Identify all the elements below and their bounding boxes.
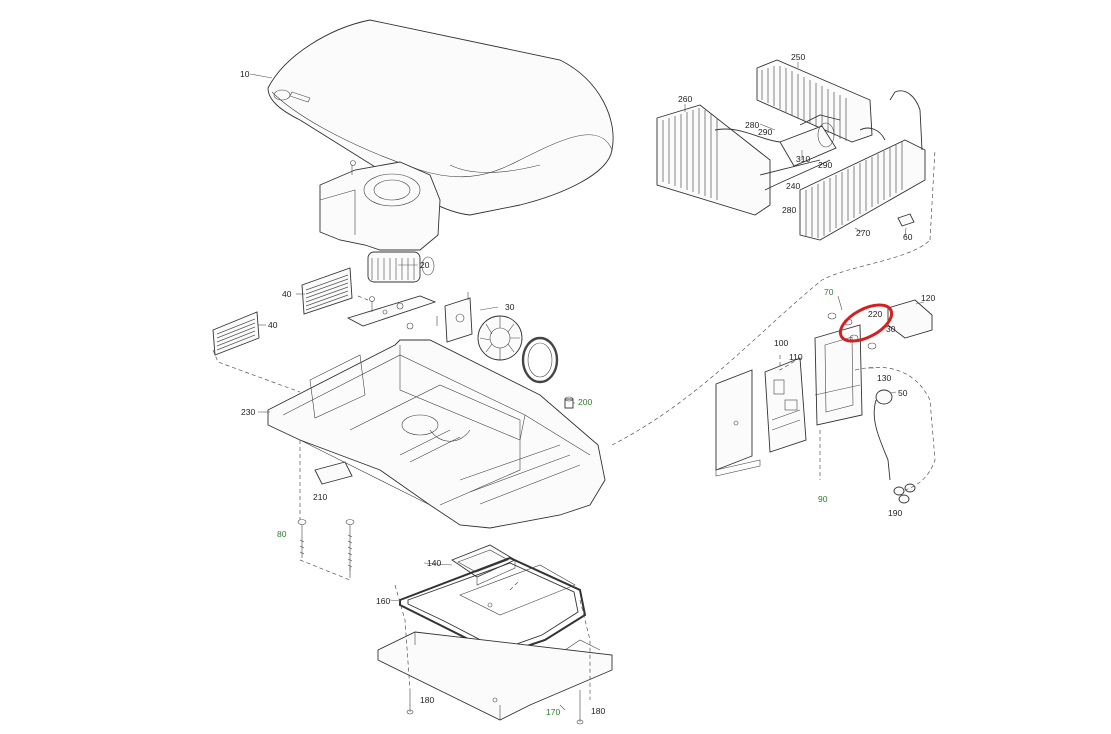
sensor-clip xyxy=(897,213,915,227)
callout-270: 270 xyxy=(856,228,870,238)
callout-40-lower: 40 xyxy=(268,320,278,330)
callout-290-lower: 290 xyxy=(818,160,832,170)
blower-motor xyxy=(367,251,435,283)
callout-20: 20 xyxy=(420,260,430,270)
callout-230: 230 xyxy=(241,407,255,417)
callout-260: 260 xyxy=(678,94,692,104)
callout-120: 120 xyxy=(921,293,935,303)
control-board xyxy=(764,357,807,453)
callout-160: 160 xyxy=(376,596,390,606)
return-grille-lower xyxy=(212,311,260,356)
ceiling-gasket xyxy=(399,556,587,657)
evaporator-coil-bottom xyxy=(799,139,926,241)
callout-180-right: 180 xyxy=(591,706,605,716)
callout-190: 190 xyxy=(888,508,902,518)
callout-40-upper: 40 xyxy=(282,289,292,299)
callout-60: 60 xyxy=(903,232,913,242)
mounting-bolts xyxy=(297,519,355,574)
callout-290-upper: 290 xyxy=(758,127,772,137)
callout-210: 210 xyxy=(313,492,327,502)
drain-plug xyxy=(564,396,574,409)
base-pan xyxy=(267,339,606,529)
condenser-coil-left xyxy=(656,104,771,216)
callout-90: 90 xyxy=(818,494,828,504)
callout-280-upper: 280 xyxy=(745,120,759,130)
wire-harness-plugs xyxy=(893,483,916,504)
ceiling-bolts xyxy=(406,690,584,725)
callout-250: 250 xyxy=(791,52,805,62)
callout-70: 70 xyxy=(824,287,834,297)
evaporator-coil-top xyxy=(756,59,873,143)
control-cover xyxy=(715,369,761,477)
callout-310: 310 xyxy=(796,154,810,164)
callout-130: 130 xyxy=(877,373,891,383)
ceiling-plate xyxy=(377,631,613,721)
thermistor-sensor xyxy=(873,389,893,481)
spacer-pad xyxy=(314,461,353,485)
motor-bracket xyxy=(346,295,437,330)
callout-240: 240 xyxy=(786,181,800,191)
fan-ring xyxy=(521,336,559,384)
callout-170: 170 xyxy=(546,707,560,717)
blower-housing xyxy=(319,160,441,251)
callout-180-left: 180 xyxy=(420,695,434,705)
callout-labels: 10 20 40 40 30 230 200 210 80 140 160 18… xyxy=(240,52,935,717)
callout-200: 200 xyxy=(578,397,592,407)
callout-10: 10 xyxy=(240,69,250,79)
control-bracket xyxy=(814,324,863,426)
fan-bracket xyxy=(436,292,473,343)
leader-lines xyxy=(249,62,925,711)
red-ellipse-highlight-icon xyxy=(838,303,894,343)
callout-50: 50 xyxy=(898,388,908,398)
refrigerant-tubing xyxy=(714,90,923,191)
callout-100: 100 xyxy=(774,338,788,348)
callout-110: 110 xyxy=(789,352,803,362)
callout-30-fan: 30 xyxy=(505,302,515,312)
compressor xyxy=(779,122,837,167)
condenser-fan-wheel xyxy=(477,315,523,361)
callout-280-lower: 280 xyxy=(782,205,796,215)
callout-30-control: 30 xyxy=(886,324,896,334)
return-grille-upper xyxy=(301,267,353,315)
callout-140: 140 xyxy=(427,558,441,568)
callout-220: 220 xyxy=(868,309,882,319)
callout-80: 80 xyxy=(277,529,287,539)
assembly-connection-lines xyxy=(212,149,936,700)
